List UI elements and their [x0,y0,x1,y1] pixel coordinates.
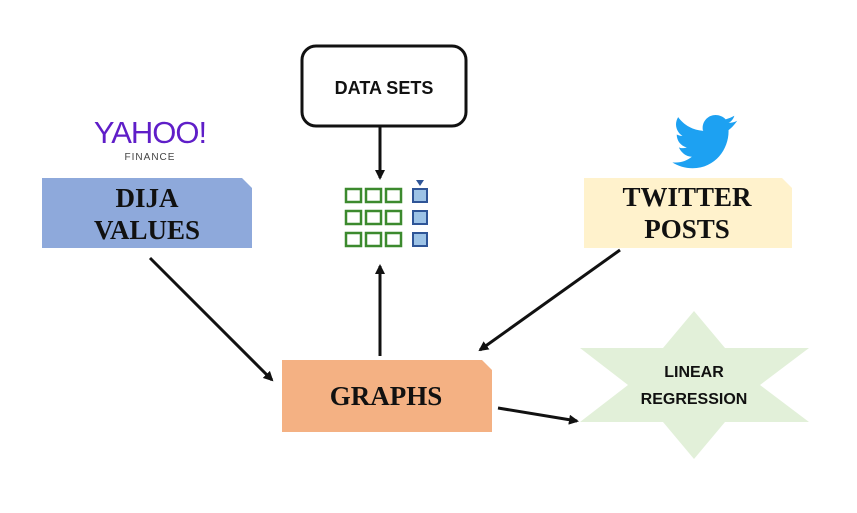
grid-cell [344,231,363,248]
twitter-bird-icon [672,115,738,169]
grid-cell [384,231,403,248]
linear-regression-node: LINEAR REGRESSION [580,311,809,459]
regression-label-line2: REGRESSION [641,391,748,408]
table-grid-icon [344,180,428,248]
twitter-posts-box [584,178,792,248]
twitter-posts-node: TWITTER POSTS [584,178,792,248]
twitter-label-line2: POSTS [644,214,730,244]
grid-cell [384,187,403,204]
arrow-twitter-to-graphs [478,248,621,352]
graphs-label: GRAPHS [330,381,443,411]
graphs-box [282,360,492,432]
grid-cell [344,187,363,204]
grid-cell [344,209,363,226]
grid-cell [364,231,383,248]
data-sets-box [300,44,468,128]
linear-regression-star [580,311,809,459]
twitter-label-line1: TWITTER [622,182,752,212]
yahoo-wordmark: YAHOO! [94,115,206,150]
regression-label-line1: LINEAR [664,364,724,381]
data-sets-node: DATA SETS [300,44,468,128]
grid-cell [364,209,383,226]
data-sets-label: DATA SETS [335,78,434,98]
yahoo-finance-logo: YAHOO! FINANCE [94,115,207,163]
dija-label-line2: VALUES [94,215,200,245]
grid-cell [364,187,383,204]
arrow-graphs-to-regression [497,406,579,425]
dija-values-node: DIJA VALUES [42,178,252,248]
graphs-node: GRAPHS [282,360,492,432]
yahoo-finance-subtitle: FINANCE [125,152,176,163]
arrow-dija-to-graphs [148,256,274,382]
grid-column-highlight [412,180,428,247]
dija-label-line1: DIJA [115,183,179,213]
dija-values-box [42,178,252,248]
grid-cell [384,209,403,226]
